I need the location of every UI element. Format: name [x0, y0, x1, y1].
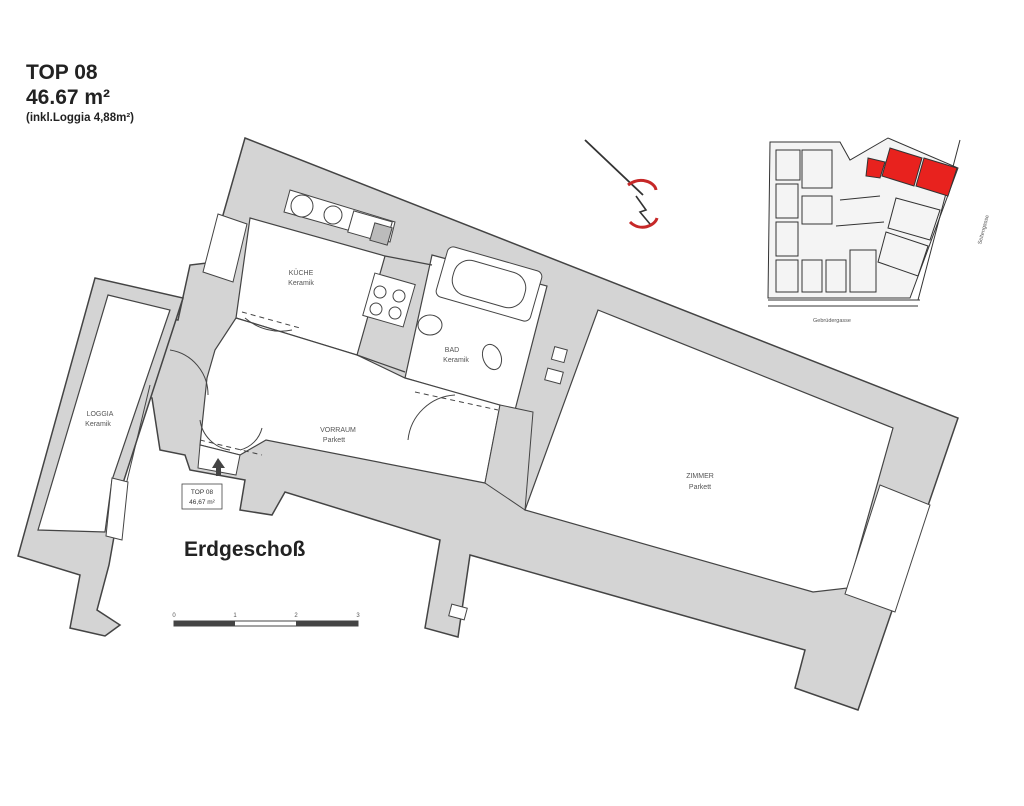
living-label: ZIMMER	[686, 473, 714, 480]
living-room-floor	[524, 309, 894, 593]
compass-icon	[584, 139, 659, 229]
scale-bar: 0 1 2 3	[172, 613, 360, 627]
hall-floor	[199, 317, 501, 484]
key-plan-highlight	[881, 147, 923, 187]
scale-tick-2: 2	[294, 613, 298, 619]
entrance-area: 46,67 m²	[189, 499, 215, 506]
key-plan-street-bottom: Gebrüdergasse	[813, 318, 851, 324]
unit-title-block: TOP 08 46.67 m² (inkl.Loggia 4,88m²)	[26, 60, 134, 126]
kitchen-fixtures	[283, 189, 416, 328]
loggia-label: LOGGIA	[87, 411, 114, 418]
bath-floor-label: Keramik	[443, 357, 469, 364]
living-floor-label: Parkett	[689, 484, 711, 491]
hall-label: VORRAUM	[320, 427, 356, 434]
utility-symbols	[448, 346, 568, 621]
scale-tick-0: 0	[172, 613, 176, 619]
kitchen-label: KÜCHE	[289, 269, 314, 277]
loggia	[17, 277, 184, 637]
apartment-walls	[139, 137, 959, 711]
unit-number: TOP 08	[26, 61, 98, 84]
room-labels: KÜCHE Keramik BAD Keramik VORRAUM Parket…	[85, 269, 714, 491]
entrance-tag: TOP 08 46,67 m²	[181, 458, 225, 510]
loggia-floor-label: Keramik	[85, 421, 111, 428]
scale-tick-3: 3	[356, 613, 360, 619]
unit-area: 46.67 m²	[26, 86, 111, 109]
floor-label: Erdgeschoß	[184, 538, 306, 561]
key-plan: Gebrüdergasse Seitengasse	[767, 137, 991, 324]
loggia-floor	[37, 294, 171, 533]
kitchen-floor-label: Keramik	[288, 280, 314, 287]
loggia-note: (inkl.Loggia 4,88m²)	[26, 112, 134, 124]
scale-tick-1: 1	[233, 613, 237, 619]
entrance-arrow-icon	[212, 458, 225, 476]
entrance-unit: TOP 08	[191, 489, 214, 496]
windows	[105, 213, 931, 613]
hall-floor-label: Parkett	[323, 437, 345, 444]
key-plan-street-side: Seitengasse	[977, 214, 991, 245]
door-swings	[169, 311, 499, 456]
bath-label: BAD	[445, 347, 459, 354]
bath-fixtures	[417, 246, 543, 371]
